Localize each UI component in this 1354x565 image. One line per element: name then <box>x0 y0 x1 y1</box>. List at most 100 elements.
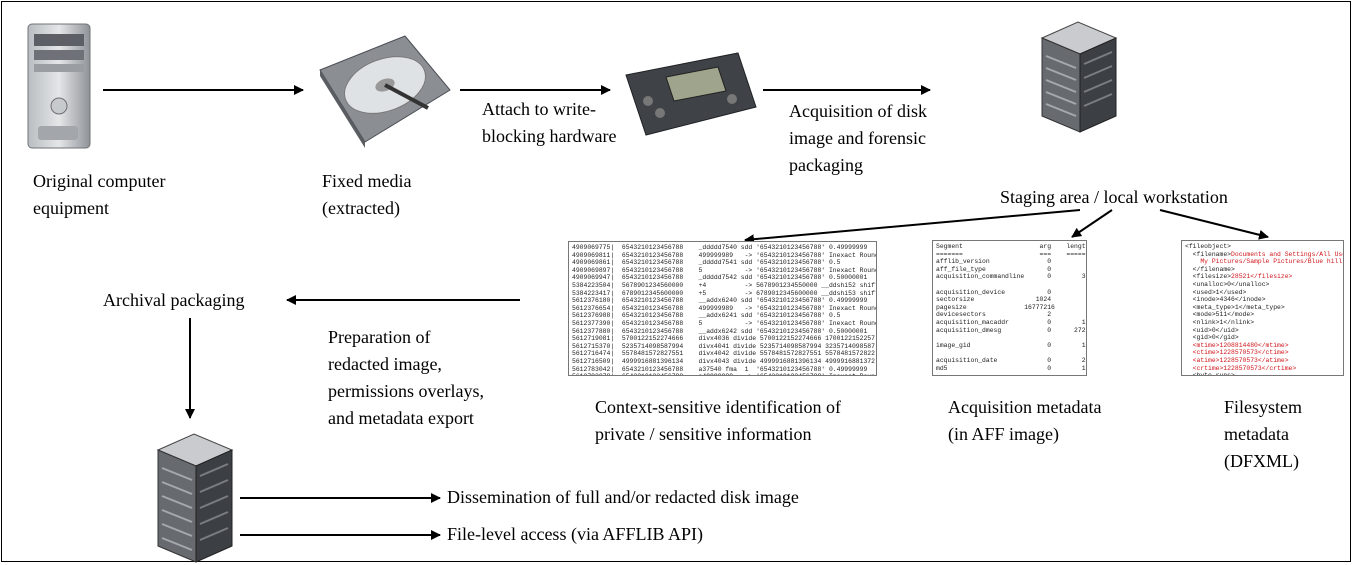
dfxml-row: My Pictures/Sample Pictures/Blue hills.j… <box>1185 258 1343 266</box>
aff-row-text: md5 0 16 <box>936 364 1087 372</box>
dfxml-row-text <box>1185 342 1193 349</box>
context-row: 4909069811| 6543210123456788 499999989 -… <box>572 251 877 259</box>
aff-metadata-screenshot: Segment arg length data======= === =====… <box>932 240 1087 376</box>
aff-row-text: sectorsize 1024 0 <box>936 296 1087 304</box>
dfxml-row-highlight: Documents and Settings/All Users/Documen… <box>1231 250 1343 258</box>
dfxml-row-highlight: <ctime>1228570573</ctime> <box>1192 349 1289 357</box>
context-row: 5612376988| 6543210123456788 __addx6241 … <box>572 312 841 320</box>
dfxml-row-text: <inode>4346</inode> <box>1185 296 1266 304</box>
hard-drive-icon <box>319 35 451 148</box>
dfxml-row-text: <fileobject> <box>1185 243 1232 250</box>
desktop-tower-icon <box>27 23 91 149</box>
aff-row: Initializing cgro <box>936 334 1083 342</box>
label-dissemination: Dissemination of full and/or redacted di… <box>447 487 799 507</box>
arrow-staging-to-dfxml <box>1159 209 1269 240</box>
context-row: 4909069861| 6543210123456788 _ddddd7541 … <box>572 259 841 267</box>
write-blocker-icon <box>625 52 757 136</box>
dfxml-row-text: <gid>0</gid> <box>1185 334 1239 342</box>
dfxml-row: <nlink>1</nlink> <box>1185 319 1340 327</box>
dfxml-row-highlight: My Pictures/Sample Pictures/Blue hills.j… <box>1200 258 1343 266</box>
aff-row: aff_file_type 0 3 AFF <box>936 266 1086 274</box>
context-row: 5612716474| 5578481572827551 divx4042 di… <box>572 350 875 358</box>
dfxml-row: <used>1</used> <box>1185 289 1340 297</box>
dfxml-row: <uid>0</uid> <box>1185 327 1340 335</box>
aff-row-text <box>936 349 1086 356</box>
dfxml-row-text <box>1185 258 1200 265</box>
aff-row-text: afflib_version 0 7 "3.3.3" <box>936 258 1086 266</box>
context-row: 5612715370| 5235714098587994 divx4041 di… <box>572 342 875 350</box>
dfxml-row: <atime>1228570573</atime> <box>1185 357 1340 365</box>
label-staging-area: Staging area / local workstation <box>1000 187 1228 207</box>
dfxml-row-highlight: <crtime>1228570573</crtime> <box>1192 364 1297 372</box>
label-context-sensitive: Context-sensitive identification of priv… <box>595 397 841 444</box>
dfxml-row: <byte_runs> <box>1185 372 1340 376</box>
dfxml-row: <filename>Documents and Settings/All Use… <box>1185 250 1343 259</box>
dfxml-row-highlight: <atime>1228570573</atime> <box>1192 356 1289 364</box>
dfxml-row-text: <filesize> <box>1185 273 1232 281</box>
context-row: 5612783042| 6543210123456788 a37540 fma … <box>572 365 868 373</box>
server-rack-icon <box>156 433 234 563</box>
dfxml-row-highlight: 28521</filesize> <box>1231 273 1293 281</box>
label-filesystem-metadata: Filesystem metadata (DFXML) <box>1224 397 1303 471</box>
dfxml-row-text: </filename> <box>1185 265 1235 273</box>
dfxml-row: <crtime>1228570573</crtime> <box>1185 365 1340 373</box>
aff-row-text: image_gid 0 16 <box>936 341 1087 349</box>
label-file-level-access: File-level access (via AFFLIB API) <box>447 524 703 544</box>
aff-row: sectorsize 1024 0 <box>936 296 1086 304</box>
dfxml-row: <ctime>1228570573</ctime> <box>1185 349 1340 357</box>
dfxml-row-text <box>1185 349 1193 356</box>
dfxml-row-text: <byte_runs> <box>1185 372 1235 376</box>
dfxml-row-text: <mode>511</mode> <box>1185 311 1255 319</box>
context-row: 5612376180| 6543210123456788 __addx6240 … <box>572 297 868 305</box>
aff-row: /dev/sda /charlie-002 <box>936 281 1083 289</box>
aff-row: devicesectors 2 0 = 8009684 (64-bit valu… <box>936 311 1086 319</box>
dfxml-row: <unalloc>0</unalloc> <box>1185 281 1340 289</box>
dfxml-row: <inode>4346</inode> <box>1185 296 1340 304</box>
aff-row-text: acquisition_commandline 0 36 <box>936 273 1087 281</box>
dfxml-row-text <box>1185 357 1193 364</box>
aff-row-text <box>936 372 1086 375</box>
context-row: 4909069897| 6543210123456788 5 -> '65432… <box>572 266 877 274</box>
label-acquisition-metadata: Acquisition metadata (in AFF image) <box>948 397 1102 444</box>
context-row: 5612377390| 6543210123456788 5 -> '65432… <box>572 319 877 327</box>
context-row: 5612719081| 5700122152274666 divx4036 di… <box>572 335 875 343</box>
aff-row: acquisition_macaddr 0 17 00:0b:db:4f:6b:… <box>936 319 1086 327</box>
aff-row-text: acquisition_date 0 28 <box>936 356 1087 364</box>
context-row: 5612377880| 6543210123456788 __addx6242 … <box>572 327 868 335</box>
dfxml-row-text <box>1185 365 1193 372</box>
aff-row: 2336 2C4E 2047 6CC5 <box>936 349 1083 357</box>
dfxml-row: <gid>0</gid> <box>1185 334 1340 342</box>
aff-row-text: devicesectors 2 0 = 8009684 (64-bit valu… <box>936 311 1086 319</box>
label-attach-write-blocker: Attach to write- blocking hardware <box>482 99 617 146</box>
label-preparation: Preparation of redacted image, permissio… <box>328 327 484 428</box>
aff-row: acquisition_commandline 0 36 aimage /dev… <box>936 273 1086 281</box>
aff-row: acquisition_device 0 8 /dev/sda <box>936 289 1086 297</box>
dfxml-row-text: <uid>0</uid> <box>1185 326 1239 334</box>
arrow-staging-to-context <box>744 209 1081 245</box>
context-row: 5612716509| 4999916881396134 divx4043 di… <box>572 357 875 365</box>
aff-row: md5 0 16 B0E9 2E17 A880 7D0C <box>936 365 1086 373</box>
aff-row-text <box>936 281 1086 288</box>
aff-row-text: acquisition_dmesg 0 2729 [ 0.000000] <box>936 326 1086 334</box>
context-sensitive-screenshot: 4909069775| 6543210123456788 _ddddd7540 … <box>568 241 877 376</box>
dfxml-row: <filesize>28521</filesize> <box>1185 273 1340 281</box>
dfxml-row-text: <filename> <box>1185 250 1232 258</box>
dfxml-row: <fileobject> <box>1185 243 1340 251</box>
dfxml-row: <mtime>1208814480</mtime> <box>1185 342 1340 350</box>
aff-header: Segment arg length data <box>936 243 1086 250</box>
server-rack-icon <box>1040 21 1118 133</box>
context-row: 5384223504| 5678901234560000 +4 -> 56789… <box>572 281 877 289</box>
dfxml-screenshot: <fileobject> <filename>Documents and Set… <box>1181 240 1344 376</box>
context-row: 4909069775| 6543210123456788 _ddddd7540 … <box>572 244 868 251</box>
label-archival-packaging: Archival packaging <box>103 290 245 310</box>
label-fixed-media: Fixed media (extracted) <box>322 171 412 218</box>
aff-row-text: aff_file_type 0 3 AFF <box>936 265 1086 273</box>
arrow-staging-to-aff <box>1071 209 1113 238</box>
aff-divider: ======= === ====== ==== <box>936 250 1086 258</box>
dfxml-row-text: <nlink>1</nlink> <box>1185 318 1255 326</box>
context-row: 4909069947| 6543210123456788 _ddddd7542 … <box>572 274 868 282</box>
aff-row: acquisition_date 0 28 2009-11-10 (hidden… <box>936 357 1086 365</box>
aff-row-text: pagesize 16777216 0 <box>936 303 1087 311</box>
dfxml-row-highlight: <mtime>1208814480</mtime> <box>1192 341 1289 349</box>
